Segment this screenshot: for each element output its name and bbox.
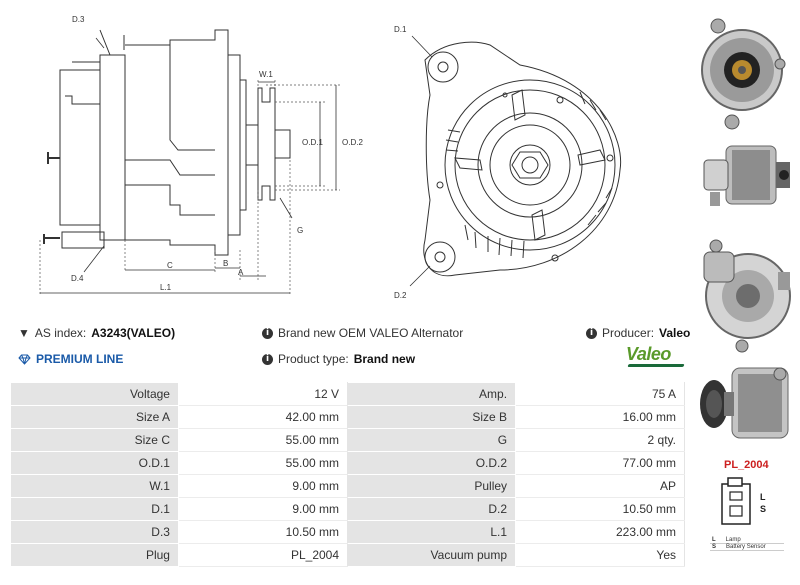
description-text: Brand new OEM VALEO Alternator	[278, 326, 464, 340]
spec-value: 55.00 mm	[177, 451, 349, 475]
as-index: ▼ AS index: A3243(VALEO)	[18, 326, 175, 340]
spec-label: L.1	[347, 520, 517, 544]
label-d1: D.1	[394, 25, 407, 34]
spec-value: 9.00 mm	[177, 497, 349, 521]
premium-line-label: PREMIUM LINE	[36, 352, 124, 366]
label-d3: D.3	[72, 15, 85, 24]
label-d4: D.4	[71, 274, 84, 283]
spec-label: Pulley	[347, 474, 517, 498]
legend-row: L Lamp	[710, 537, 784, 544]
spec-value: 2 qty.	[515, 428, 685, 452]
plug-pin-l: L	[760, 492, 766, 502]
spec-label: Size A	[10, 405, 179, 429]
spec-label: W.1	[10, 474, 179, 498]
diamond-icon	[18, 354, 31, 365]
producer-value: Valeo	[659, 326, 691, 340]
spec-value: 12 V	[177, 382, 349, 406]
spec-label: D.1	[10, 497, 179, 521]
spec-label: O.D.2	[347, 451, 517, 475]
label-c: C	[167, 261, 173, 270]
plug-name: PL_2004	[724, 459, 769, 471]
producer-label: Producer:	[602, 326, 655, 340]
info-icon: i	[586, 327, 597, 339]
spec-label: O.D.1	[10, 451, 179, 475]
label-g: G	[297, 226, 303, 235]
legend-row: S Battery Sensor	[710, 544, 784, 551]
plug-legend: L Lamp S Battery Sensor	[710, 537, 784, 551]
spec-label: G	[347, 428, 517, 452]
info-icon: i	[262, 327, 273, 339]
spec-value: 9.00 mm	[177, 474, 349, 498]
product-type: i Product type: Brand new	[262, 352, 415, 366]
as-index-value: A3243(VALEO)	[91, 326, 176, 340]
spec-value: Yes	[515, 543, 685, 567]
spec-value: 55.00 mm	[177, 428, 349, 452]
plug-pin-s: S	[760, 504, 766, 514]
alternator-side-view	[43, 29, 291, 256]
valeo-logo: Valeo	[626, 344, 671, 364]
spec-value: 77.00 mm	[515, 451, 685, 475]
label-od2: O.D.2	[342, 138, 363, 147]
spec-label: D.3	[10, 520, 179, 544]
spec-label: Voltage	[10, 382, 179, 406]
spec-label: Vacuum pump	[347, 543, 517, 567]
tag-icon: ▼	[18, 326, 30, 340]
label-w1: W.1	[259, 70, 273, 79]
product-photo-side	[703, 145, 790, 206]
spec-label: Amp.	[347, 382, 517, 406]
spec-value: 10.50 mm	[515, 497, 685, 521]
info-icon: i	[262, 353, 273, 365]
label-b: B	[223, 259, 228, 268]
valeo-logo-swoosh	[627, 364, 685, 367]
producer: i Producer: Valeo	[586, 326, 690, 340]
description: i Brand new OEM VALEO Alternator	[262, 326, 463, 340]
spec-label: Size C	[10, 428, 179, 452]
spec-value: 16.00 mm	[515, 405, 685, 429]
premium-line: PREMIUM LINE	[18, 352, 123, 366]
plug-diagram: L S	[721, 477, 766, 525]
product-photo-angle	[700, 367, 789, 439]
spec-value: 10.50 mm	[177, 520, 349, 544]
label-d2: D.2	[394, 291, 407, 300]
product-type-label: Product type:	[278, 352, 349, 366]
spec-label: Size B	[347, 405, 517, 429]
product-photo-front	[701, 18, 786, 130]
spec-value: 223.00 mm	[515, 520, 685, 544]
spec-value: AP	[515, 474, 685, 498]
as-index-label: AS index:	[34, 326, 87, 340]
label-l1: L.1	[160, 283, 172, 292]
spec-label: D.2	[347, 497, 517, 521]
spec-label: Plug	[10, 543, 179, 567]
product-photo-rear	[703, 239, 791, 353]
spec-value: 42.00 mm	[177, 405, 349, 429]
alternator-front-view	[409, 35, 622, 287]
spec-value: PL_2004	[177, 543, 349, 567]
technical-drawing: D.3 D.4 W.1 O.D.1 O.D.2 G C B A L.1 D.1 …	[39, 15, 622, 300]
label-a: A	[238, 268, 244, 277]
spec-value: 75 A	[515, 382, 685, 406]
label-od1: O.D.1	[302, 138, 323, 147]
product-type-value: Brand new	[353, 352, 416, 366]
